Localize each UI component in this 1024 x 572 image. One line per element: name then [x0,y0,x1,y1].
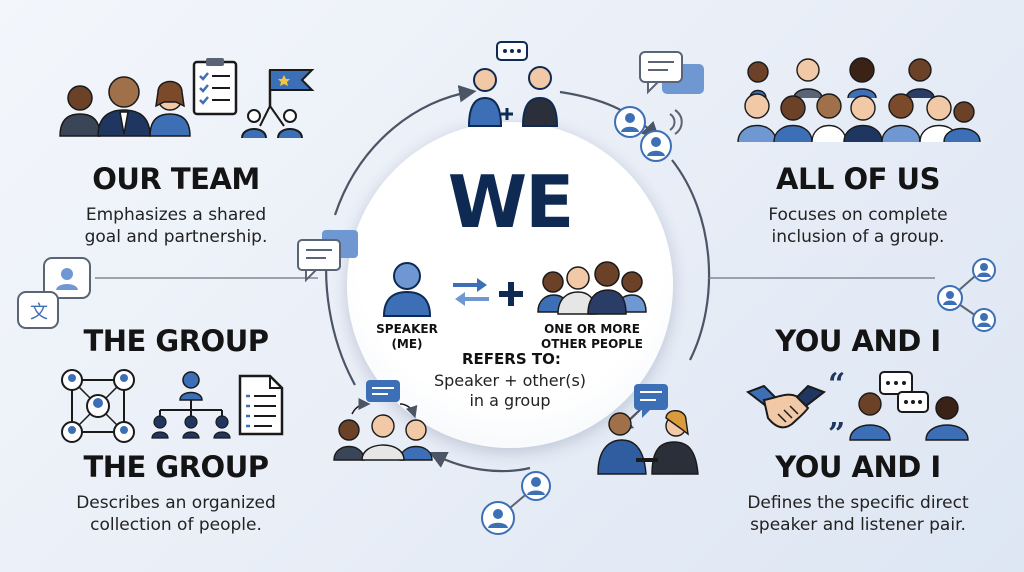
speaker-label: SPEAKER (ME) [376,322,438,351]
center-title: WE [447,160,575,244]
you-and-i-title-bottom: YOU AND I [775,450,941,484]
two-people-talking-icon [597,384,699,475]
checklist-icon [238,374,284,436]
all-of-us-desc: Focuses on complete inclusion of a group… [768,205,948,247]
crowd-icon [737,57,981,143]
our-team-desc: Emphasizes a shared goal and partnership… [84,205,268,247]
refers-heading: REFERS TO: [462,350,561,368]
business-team-icon [59,76,191,137]
the-group-title-top: THE GROUP [83,324,269,358]
group-discussion-icon [333,380,433,461]
quote-icon: “ ” [828,367,845,452]
people-network-icon [61,369,135,443]
goal-flag-icon [241,69,315,139]
clipboard-icon [192,58,238,116]
svg-text:文: 文 [30,302,48,323]
network-icon [937,258,996,332]
chat-bubble-icon [297,230,358,283]
network-users-icon [614,106,683,162]
translate-icon: 文 [17,257,91,329]
the-group-desc: Describes an organized collection of peo… [76,493,276,535]
org-chart-icon [151,371,231,439]
network-users-bottom-icon [481,471,551,535]
chat-bubbles-icon [639,51,704,95]
handshake-icon [745,384,827,429]
you-and-i-people-icon [849,371,969,441]
you-and-i-desc: Defines the specific direct speaker and … [747,493,969,535]
you-and-i-title-top: YOU AND I [775,324,941,358]
conversation-icon [467,41,559,127]
svg-text:”: ” [828,417,845,452]
svg-text:“: “ [828,367,845,402]
our-team-title: OUR TEAM [92,162,260,196]
speaker-person-icon [382,262,432,317]
all-of-us-title: ALL OF US [776,162,941,196]
other-people-group-icon [537,261,647,315]
the-group-title-bottom: THE GROUP [83,450,269,484]
plus-icon [499,282,523,306]
others-label: ONE OR MORE OTHER PEOPLE [541,322,643,351]
refers-text: Speaker + other(s) in a group [433,371,587,410]
exchange-arrows-icon [453,278,489,306]
